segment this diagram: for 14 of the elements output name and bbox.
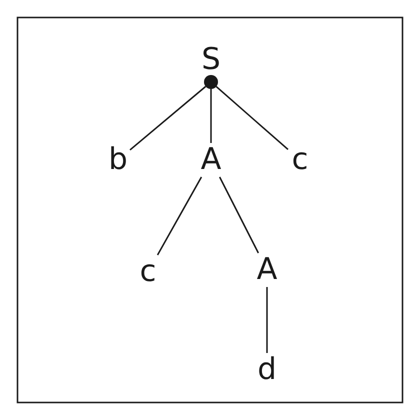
root-dot	[204, 75, 218, 89]
tree-node-label: S	[199, 43, 223, 77]
tree-branch-line	[130, 86, 206, 150]
tree-node-label: b	[106, 143, 130, 177]
tree-node-label: c	[288, 143, 312, 177]
tree-branch-line	[266, 287, 268, 353]
tree-node-label: d	[255, 353, 279, 387]
tree-branch-line	[218, 176, 260, 254]
tree-node-label: A	[255, 253, 279, 287]
tree-branch-line	[210, 89, 212, 143]
tree-node-label: c	[136, 255, 160, 289]
tree-node-label: A	[199, 143, 223, 177]
tree-branch-line	[156, 176, 202, 256]
tree-branch-line	[216, 86, 288, 150]
